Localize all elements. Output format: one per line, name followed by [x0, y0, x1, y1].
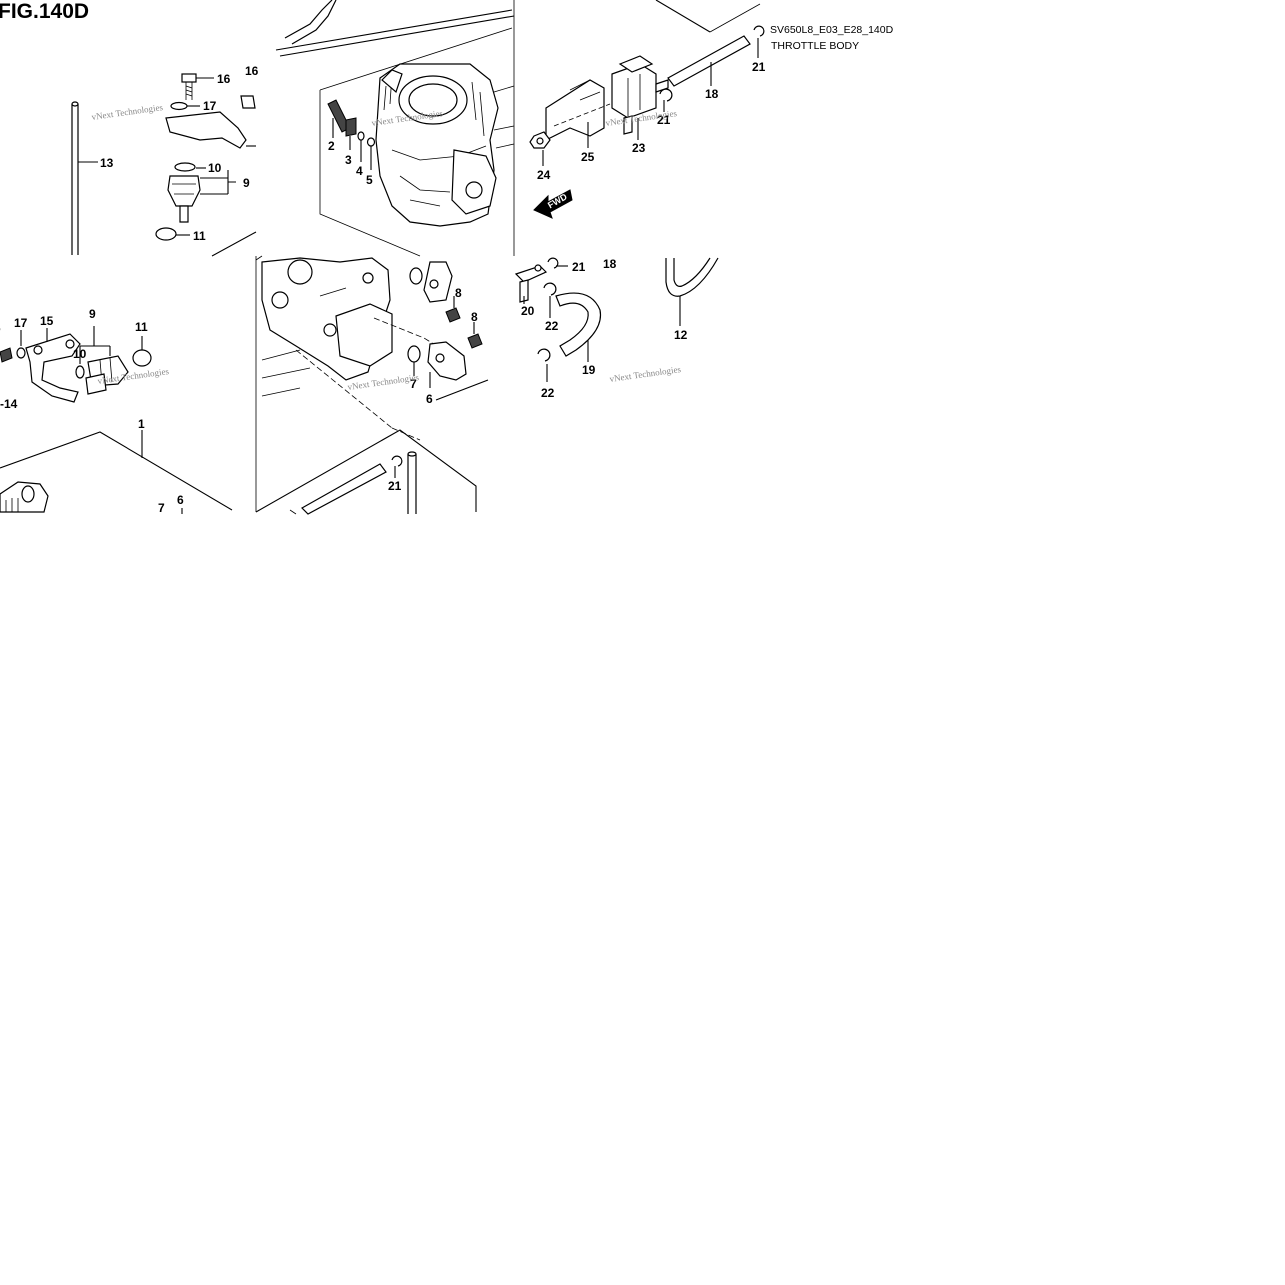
callout-19: 19 — [582, 363, 596, 377]
callout-7: 7 — [410, 377, 417, 391]
callout-18: 18 — [603, 257, 617, 271]
panel-top-left: 16 17 16 13 10 9 11 vNext Technologies — [71, 64, 259, 257]
callout-4: 4 — [356, 164, 363, 178]
callout-22: 22 — [545, 319, 559, 333]
callout-15: 15 — [40, 314, 54, 328]
hose-19 — [555, 292, 602, 357]
cap-11 — [155, 227, 177, 241]
callout-9: 9 — [243, 176, 250, 190]
callout-11: 11 — [135, 320, 148, 334]
clamp-22b — [537, 348, 551, 362]
callout-10: 10 — [73, 347, 87, 361]
callout-7: 7 — [158, 501, 165, 515]
screw-8 — [445, 307, 461, 323]
hose-vertical — [407, 454, 417, 514]
oring-17 — [16, 347, 26, 359]
bracket-25 — [545, 79, 611, 141]
callout-1: 1 — [138, 417, 145, 431]
solenoid-23 — [611, 55, 669, 135]
callout-18: 18 — [705, 87, 719, 101]
callout-8b: 8 — [471, 310, 478, 324]
oring-7 — [407, 345, 421, 363]
callout-3: 3 — [345, 153, 352, 167]
clamp-21 — [391, 455, 403, 467]
callout-6: 6 — [177, 493, 184, 507]
watermark: vNext Technologies — [609, 364, 682, 384]
callout-8: 8 — [455, 286, 462, 300]
clamp-21b — [659, 88, 673, 102]
hose-12 — [665, 257, 719, 297]
svg-text:6: 6 — [0, 321, 1, 335]
fig-title: FIG.140D — [0, 0, 89, 23]
panel-mid-left: 6 17 15 9 11 10 -14 vNext Technologies — [0, 307, 170, 411]
watermark: vNext Technologies — [91, 102, 164, 122]
clamp-21 — [753, 25, 765, 37]
clamp-22 — [543, 282, 557, 296]
panel-bottom-middle: 21 — [255, 429, 477, 515]
spring-3 — [345, 117, 357, 137]
panel-mid-right: 21 18 20 22 19 22 12 vNext Technologies — [514, 257, 719, 400]
hose-top — [284, 0, 337, 45]
hose-13 — [71, 104, 79, 255]
callout-17: 17 — [14, 316, 28, 330]
oring-17 — [170, 101, 188, 111]
cap-11 — [132, 349, 152, 367]
panel-top-right: FWD 21 18 21 25 23 24 vNext Technologies — [529, 0, 766, 219]
callout-11: 11 — [193, 229, 206, 243]
fwd-arrow-icon: FWD — [533, 189, 573, 219]
callout-21b: 21 — [657, 113, 671, 127]
callout-12: 12 — [674, 328, 688, 342]
clamp-21 — [547, 257, 559, 269]
callout-21: 21 — [388, 479, 402, 493]
callout-10: 10 — [208, 161, 222, 175]
callout-23: 23 — [632, 141, 646, 155]
callout-25: 25 — [581, 150, 595, 164]
callout-22b: 22 — [541, 386, 555, 400]
panel-top-middle: 2 3 4 5 vNext Technologies — [275, 0, 515, 257]
model-code: SV650L8_E03_E28_140D — [770, 24, 894, 36]
section-name: THROTTLE BODY — [771, 40, 859, 52]
callout-20: 20 — [521, 304, 535, 318]
oring-5 — [366, 137, 376, 147]
sensor-upper — [423, 261, 453, 303]
callout-16b: 16 — [245, 64, 259, 78]
delivery-pipe — [165, 111, 247, 149]
cap-16 — [240, 95, 256, 109]
washer-4 — [357, 131, 365, 141]
sensor-6 — [427, 341, 467, 381]
callout-13: 13 — [100, 156, 114, 170]
injector-9 — [75, 355, 129, 395]
panel-bottom-left: 1 7 6 — [0, 417, 233, 515]
hose-18 — [301, 463, 387, 515]
joint-20 — [514, 264, 548, 303]
callout-21: 21 — [572, 260, 586, 274]
callout-16: 16 — [217, 72, 231, 86]
callout-14: -14 — [0, 397, 18, 411]
nut-24 — [529, 131, 551, 149]
delivery-pipe-15 — [25, 333, 81, 403]
callout-9: 9 — [89, 307, 96, 321]
oring-sensor — [409, 267, 423, 285]
callout-6: 6 — [426, 392, 433, 406]
hose-18 — [667, 35, 751, 87]
throttle-body — [375, 63, 499, 227]
callout-5: 5 — [366, 173, 373, 187]
panel-mid-middle: 8 8 7 6 vNext Technologies — [255, 255, 489, 441]
callout-2: 2 — [328, 139, 335, 153]
bolt-16 — [0, 347, 13, 363]
throttle-body-partial — [0, 481, 49, 513]
screw-8b — [467, 333, 483, 349]
callout-24: 24 — [537, 168, 551, 182]
bolt-16 — [181, 73, 197, 100]
callout-21: 21 — [752, 60, 766, 74]
callout-17: 17 — [203, 99, 217, 113]
injector-9 — [167, 162, 201, 223]
